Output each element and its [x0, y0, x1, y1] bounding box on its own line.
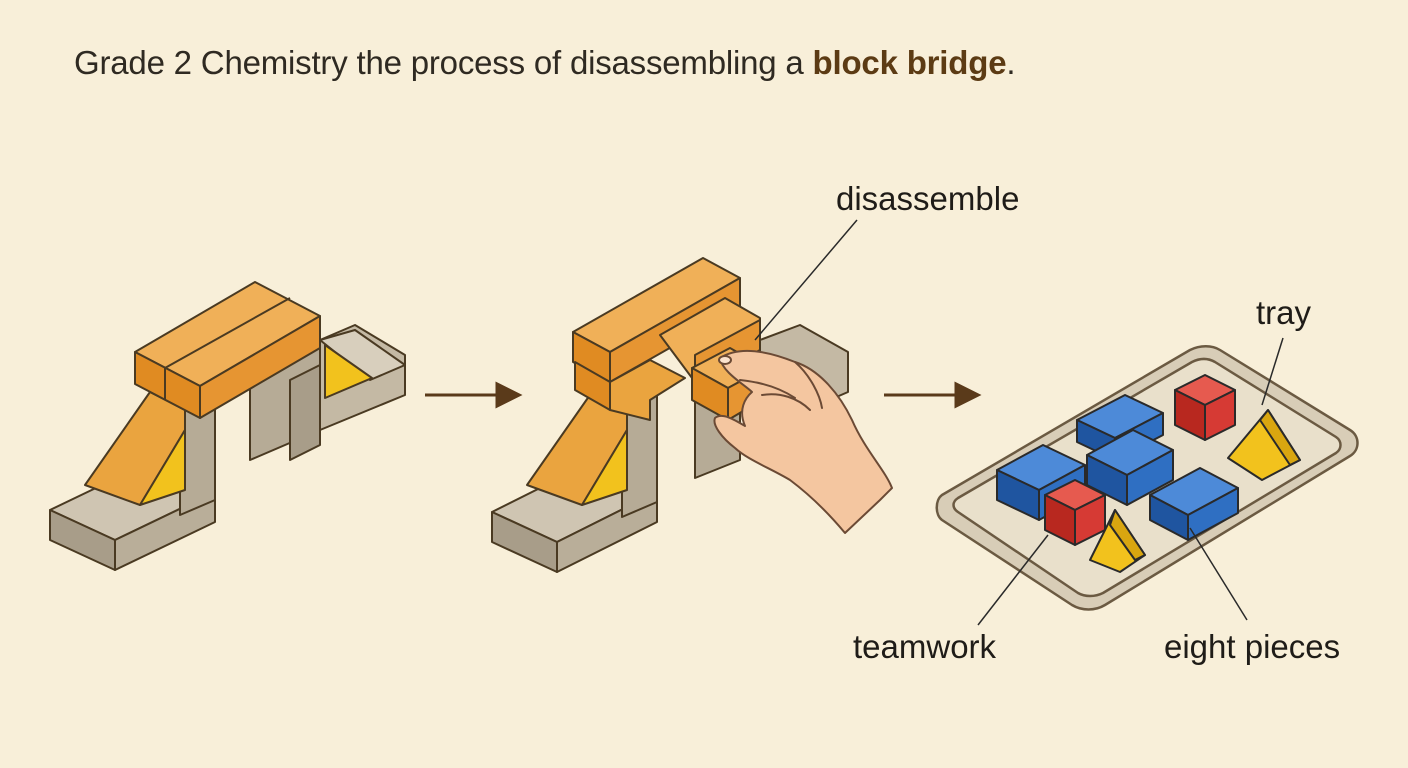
title-emphasis: block bridge	[812, 44, 1007, 81]
bridge-assembled-illustration	[49, 281, 406, 571]
bridge-disassembling-illustration	[491, 257, 849, 573]
title-suffix: .	[1006, 44, 1016, 81]
blue-block	[1086, 429, 1174, 506]
page-title: Grade 2 Chemistry the process of disasse…	[74, 44, 1016, 82]
blue-block	[1149, 467, 1239, 541]
leader-line-teamwork	[977, 534, 1049, 626]
red-block	[1044, 479, 1106, 546]
yellow-block	[1227, 409, 1301, 481]
title-prefix: Grade 2 Chemistry the process of disasse…	[74, 44, 813, 81]
leader-line-tray	[1261, 337, 1284, 406]
label-disassemble: disassemble	[836, 180, 1020, 217]
hand-icon	[713, 349, 893, 534]
label-eight-pieces: eight pieces	[1164, 628, 1341, 665]
red-block	[1174, 374, 1236, 441]
leader-lines	[754, 219, 1284, 626]
tray-pieces	[996, 374, 1301, 573]
label-teamwork: teamwork	[853, 628, 997, 665]
label-tray: tray	[1256, 294, 1312, 331]
leader-line-eight-pieces	[1189, 527, 1248, 621]
leader-line-disassemble	[754, 219, 858, 341]
yellow-block	[1089, 509, 1146, 573]
